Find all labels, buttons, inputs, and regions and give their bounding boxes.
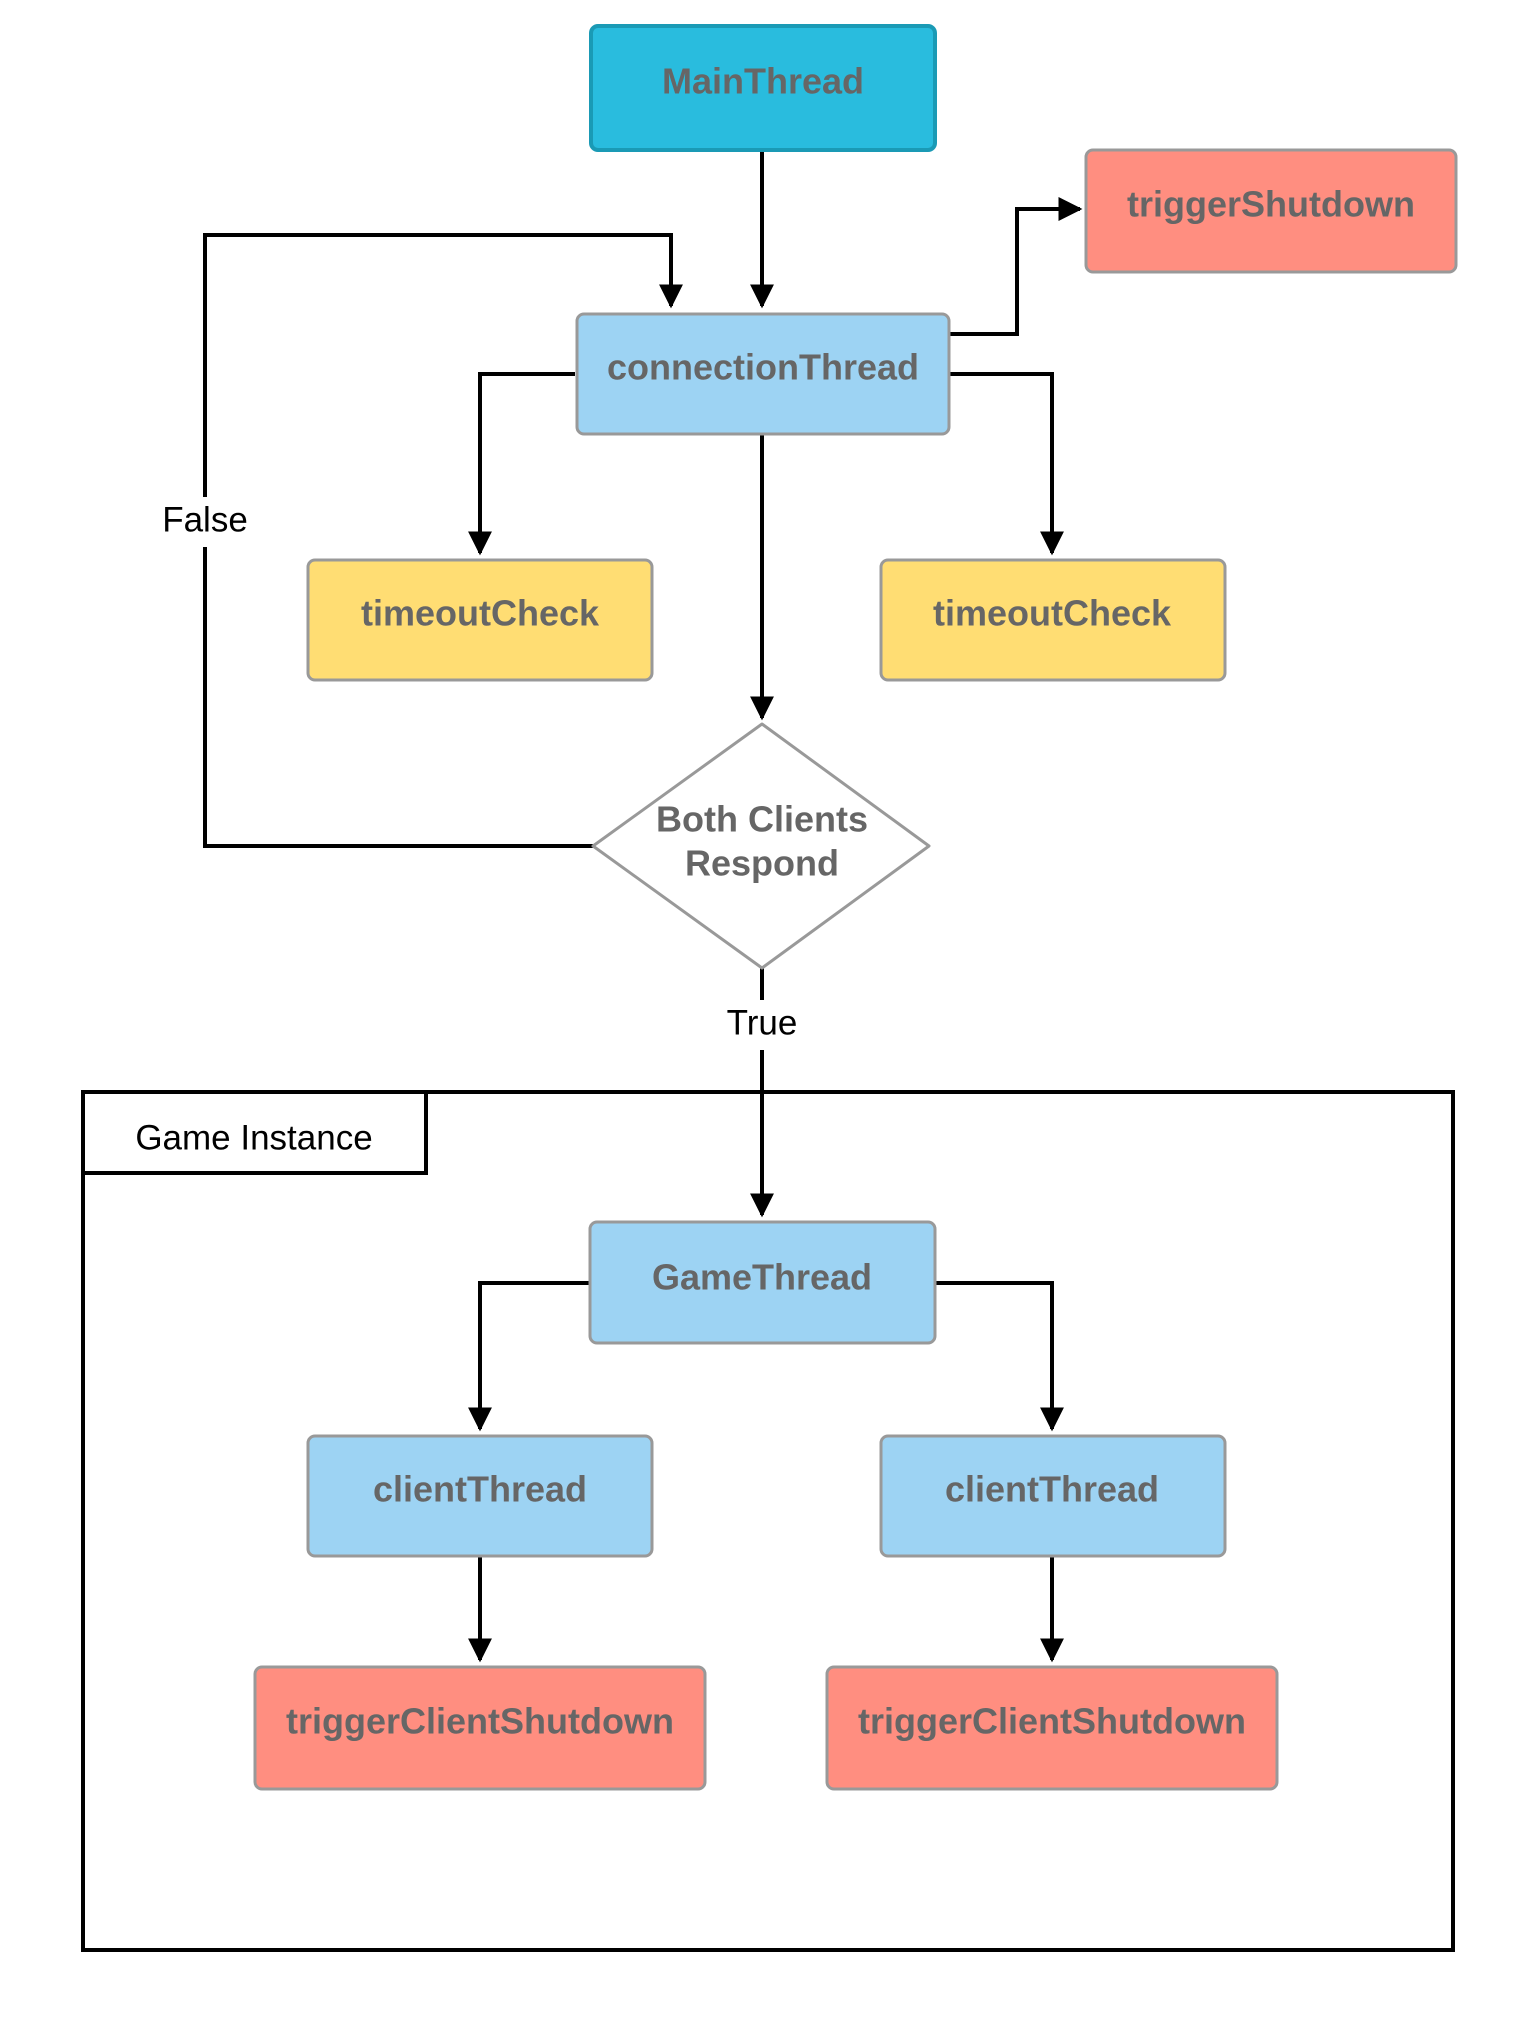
trigger-client-shutdown-right-node: triggerClientShutdown [825,1665,1279,1791]
trigger-shutdown-node: triggerShutdown [1084,148,1458,274]
trigger-shutdown-label: triggerShutdown [1127,184,1415,225]
edge-connection-to-timeout-right [949,372,1064,556]
decision-node: Both Clients Respond [591,722,931,970]
timeout-check-left-label: timeoutCheck [361,593,600,634]
trigger-client-shutdown-left-node: triggerClientShutdown [253,1665,707,1791]
game-instance-container: Game Instance [81,1090,1455,1952]
timeout-check-left-node: timeoutCheck [306,558,654,682]
trigger-client-shutdown-left-label: triggerClientShutdown [286,1701,674,1742]
decision-label-line1: Both Clients [656,799,868,840]
timeout-check-right-node: timeoutCheck [879,558,1227,682]
client-thread-right-label: clientThread [945,1469,1159,1510]
edge-decision-false-loop [203,233,683,848]
false-label-group: False [155,497,255,547]
edge-game-to-client-left [468,1281,590,1432]
decision-label-line2: Respond [685,843,839,884]
client-thread-left-label: clientThread [373,1469,587,1510]
client-thread-left-node: clientThread [306,1434,654,1558]
edge-connection-to-shutdown [949,197,1083,336]
connection-thread-node: connectionThread [575,312,951,436]
edges [203,150,1083,1663]
timeout-check-right-label: timeoutCheck [933,593,1172,634]
connection-thread-label: connectionThread [607,347,919,388]
game-thread-node: GameThread [588,1220,937,1345]
main-thread-node: MainThread [589,24,937,152]
true-label: True [727,1003,798,1042]
true-label-group: True [722,1000,802,1050]
false-label: False [162,500,248,539]
edge-connection-to-timeout-left [468,372,575,556]
game-thread-label: GameThread [652,1257,872,1298]
game-instance-title: Game Instance [135,1118,372,1157]
client-thread-right-node: clientThread [879,1434,1227,1558]
trigger-client-shutdown-right-label: triggerClientShutdown [858,1701,1246,1742]
main-thread-label: MainThread [662,61,864,102]
edge-game-to-client-right [935,1281,1064,1432]
